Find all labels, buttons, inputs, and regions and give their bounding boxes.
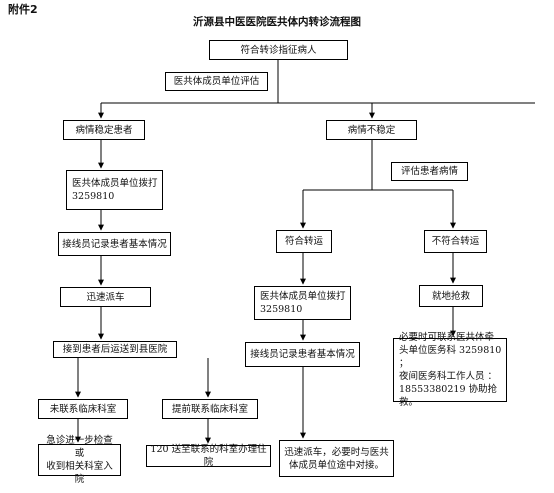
stable-text: 病情稳定患者 (75, 124, 133, 136)
rescue-note-line1: 必要时可联系医共体牵 (399, 332, 495, 343)
rescue-note-line4: 18553380219 协助抢救。 (399, 384, 498, 408)
arrive-box: 接到患者后运送到县医院 (53, 341, 177, 358)
not-contacted-text: 未联系临床科室 (49, 403, 117, 415)
emergency-line2: 收到相关科室入院 (46, 461, 113, 485)
arrive-text: 接到患者后运送到县医院 (62, 344, 168, 355)
unstable-text: 病情不稳定 (347, 124, 396, 136)
local-rescue-text: 就地抢救 (431, 290, 470, 302)
stable-call-line2: 3259810 (72, 191, 115, 202)
not-transfer-box: 不符合转运 (424, 230, 487, 253)
evaluate-unit-text: 医共体成员单位评估 (173, 76, 260, 87)
not-transfer-text: 不符合转运 (431, 236, 480, 247)
emergency-box: 急诊进一步检查或 收到相关科室入院 (38, 435, 121, 485)
stable-operator-text: 接线员记录患者基本情况 (62, 238, 167, 250)
attachment-label: 附件2 (8, 3, 38, 16)
emergency-line1: 急诊进一步检查或 (46, 435, 113, 459)
dispatch-text: 迅速派车 (86, 291, 125, 303)
start-text: 符合转诊指征病人 (240, 44, 317, 56)
contacted-box: 提前联系临床科室 (162, 399, 258, 419)
local-rescue-box: 就地抢救 (419, 285, 483, 307)
transfer-result-line2: 体成员单位途中对接。 (288, 459, 384, 471)
transfer-call-line1: 医共体成员单位拨打 (260, 291, 346, 302)
transfer-result-box: 迅速派车，必要时与医共 体成员单位途中对接。 (279, 440, 394, 477)
direct-admission-text: 120 送至联系的科室办理住院 (150, 444, 267, 468)
rescue-note-line3: 夜间医务科工作人员 ： (399, 371, 498, 382)
assess-box: 评估患者病情 (391, 162, 468, 181)
stable-box: 病情稳定患者 (63, 120, 145, 140)
unstable-box: 病情不稳定 (326, 120, 417, 140)
transfer-call-line2: 3259810 (260, 304, 303, 315)
rescue-note-line2: 头单位医务科 3259810 ； (399, 345, 502, 369)
evaluate-unit-box: 医共体成员单位评估 (165, 72, 268, 91)
stable-operator-box: 接线员记录患者基本情况 (58, 232, 171, 256)
dispatch-box: 迅速派车 (60, 287, 151, 307)
stable-call-line1: 医共体成员单位拨打 (72, 178, 158, 189)
transfer-result-line1: 迅速派车，必要时与医共 (284, 446, 389, 458)
not-contacted-box: 未联系临床科室 (38, 399, 128, 419)
stable-call-box: 医共体成员单位拨打 3259810 (66, 170, 163, 210)
rescue-note-box: 必要时可联系医共体牵 头单位医务科 3259810 ； 夜间医务科工作人员 ： … (393, 332, 507, 408)
assess-text: 评估患者病情 (400, 166, 458, 177)
contacted-text: 提前联系临床科室 (171, 403, 248, 415)
transfer-ok-box: 符合转运 (276, 230, 332, 253)
transfer-operator-text: 接线员记录患者基本情况 (250, 349, 355, 360)
chart-title: 沂源县中医医院医共体内转诊流程图 (193, 16, 361, 28)
transfer-ok-text: 符合转运 (284, 236, 323, 247)
transfer-operator-box: 接线员记录患者基本情况 (245, 342, 360, 367)
direct-admission-box: 120 送至联系的科室办理住院 (146, 444, 271, 468)
transfer-call-box: 医共体成员单位拨打 3259810 (254, 286, 351, 320)
start-box: 符合转诊指征病人 (209, 40, 348, 60)
